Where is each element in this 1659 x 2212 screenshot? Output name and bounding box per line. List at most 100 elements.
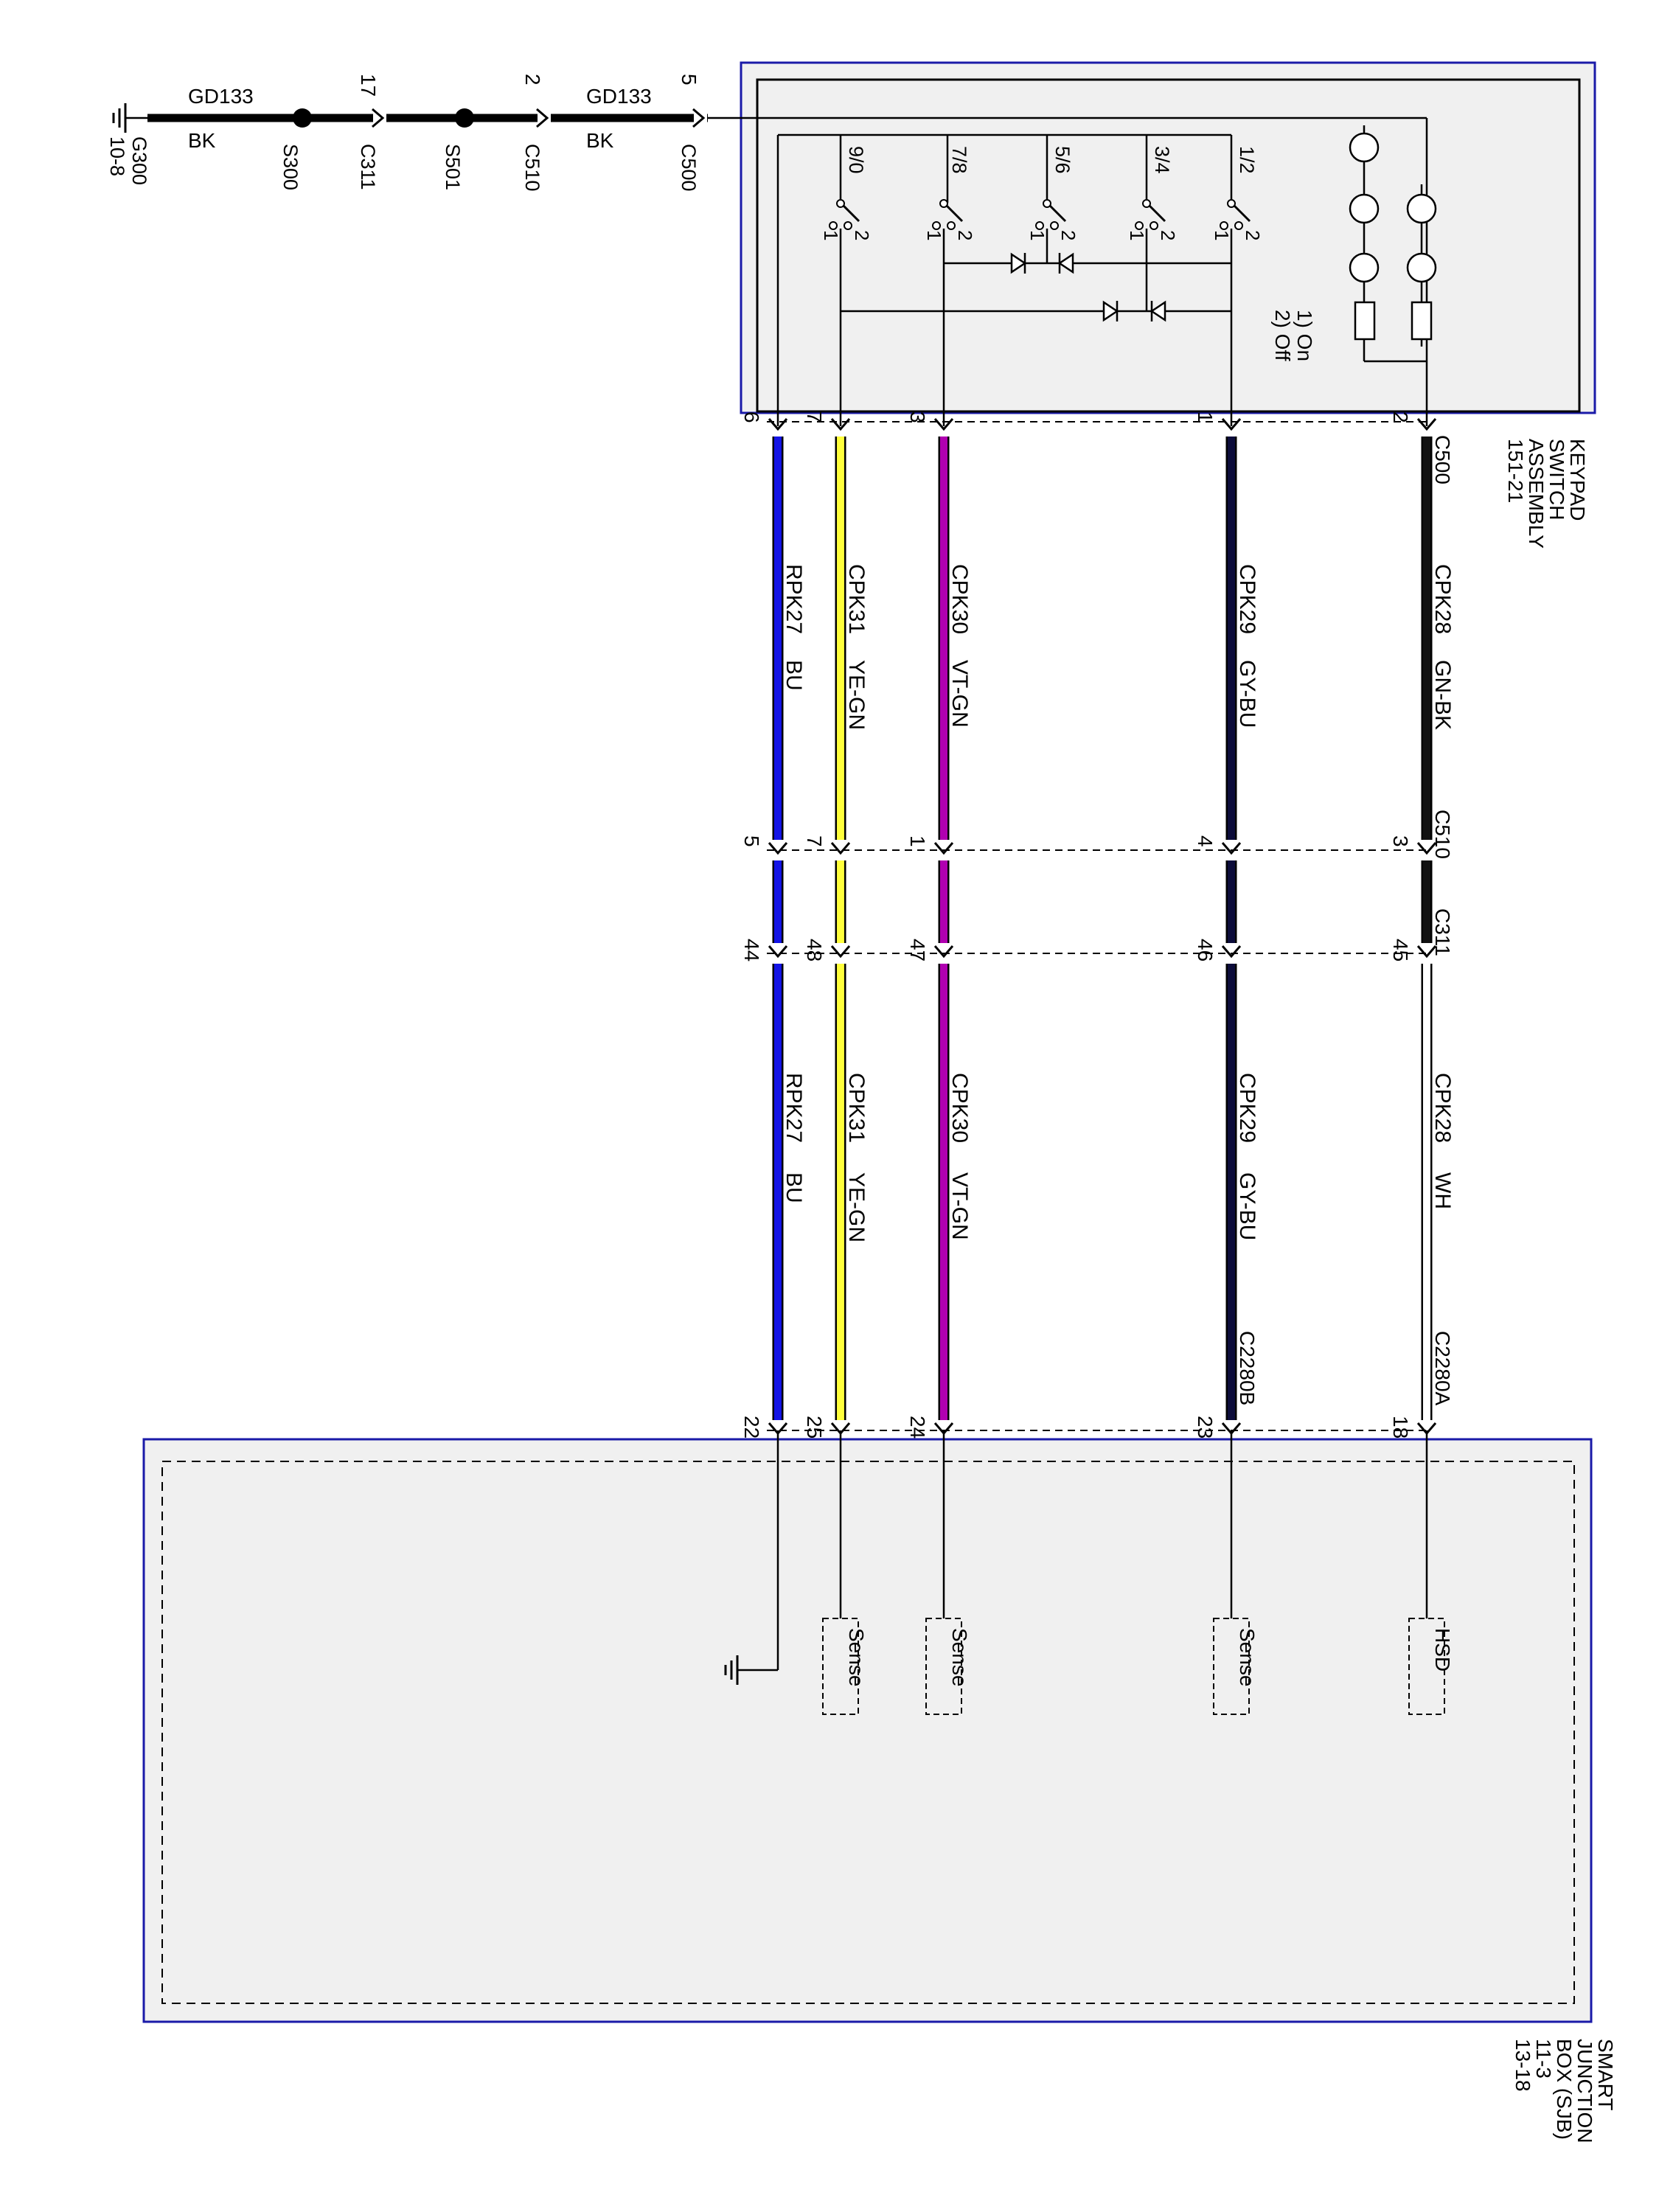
wire-color-label: YE-GN [844,660,869,730]
node-label: C311 [357,144,379,190]
sjb-title: SMART [1594,2039,1617,2111]
sjb-title: BOX (SJB) [1553,2039,1576,2140]
pin-number: 44 [740,939,763,961]
connector-label: C510 [1431,810,1454,859]
wire-color-label: GN-BK [1430,660,1455,730]
connector-label: C2280A [1431,1331,1454,1406]
keypad-inner-box [756,78,1581,413]
keypad-title: 151-21 [1504,439,1527,503]
wire-color-label: BU [782,1172,806,1203]
pin-arrow-icon [830,418,851,431]
sjb-input-label: Sense [845,1628,868,1686]
switch-pin-label: 2 [954,230,976,240]
sjb-input-label: Sense [948,1628,971,1686]
wire-color-label: YE-GN [844,1172,869,1242]
pin-arrow-icon [768,1422,788,1436]
sjb-title: JUNCTION [1573,2039,1596,2143]
pin-arrow-icon [768,842,788,855]
circuit-label: CPK30 [947,1073,972,1143]
pin-number: 45 [1389,939,1412,961]
pin-number: 17 [357,74,380,97]
ground-label: G300 [128,136,150,185]
pin-number: 24 [906,1416,929,1439]
switch-pin-label: 2 [1242,230,1264,240]
switch-legend-on: 1) On [1293,310,1316,361]
switch-pin-label: 1 [923,230,945,240]
switch-pin-label: 1 [820,230,842,240]
pin-number: 3 [906,411,929,423]
splice-dot-icon [455,108,474,128]
ground-symbol-icon [112,103,147,133]
sjb-input-box [1408,1618,1445,1715]
circuit-label: CPK31 [844,564,869,634]
wire-color-label: BU [782,660,806,691]
pin-number: 5 [740,835,763,847]
keypad-outer-box [740,61,1596,414]
splice-dot-icon [293,108,312,128]
sjb-inner-box [161,1461,1575,2004]
smart-junction-box [142,1438,1593,2023]
pin-arrow-icon [830,1422,851,1436]
node-label: C500 [678,144,700,192]
pin-number: 3 [1389,835,1412,847]
circuit-label: CPK30 [947,564,972,634]
pin-number: 2 [1389,411,1412,423]
node-label: S300 [279,144,302,190]
node-label: S501 [442,144,464,190]
pin-number: 7 [803,411,826,423]
pin-arrow-icon [830,842,851,855]
switch-pin-label: 1 [1126,230,1148,240]
wire-color-label: BK [586,129,614,152]
sjb-outer-box [142,1438,1593,2023]
circuit-label: GD133 [586,85,652,108]
pin-arrow-icon [1221,418,1242,431]
pin-number: 4 [1194,835,1217,847]
keypad-title: KEYPAD [1566,439,1589,521]
pin-number: 22 [740,1416,763,1439]
circuit-label: RPK27 [782,1073,806,1143]
splice-node: S300 [279,108,312,190]
pin-arrow-icon [1416,1422,1437,1436]
pin-arrow-icon [1416,418,1437,431]
pin-number: 48 [803,939,826,961]
connector-label: C500 [1431,435,1454,484]
node-label: C510 [521,144,543,192]
connector-label: C2280B [1236,1331,1259,1405]
pin-arrow-icon [768,945,788,959]
switch-label: 3/4 [1151,146,1173,174]
pin-arrow-icon [692,108,706,128]
pin-arrow-icon [1416,842,1437,855]
pin-number: 1 [1194,411,1217,423]
sjb-input-label: Sense [1236,1628,1259,1686]
wire-color-label: GY-BU [1235,660,1259,728]
wire-harness: 234518CPK28GN-BKCPK28WHHSD144623CPK29GY-… [724,411,1455,1715]
pin-arrow-icon [372,108,385,128]
sjb-input-box [1213,1618,1250,1715]
pin-arrow-icon [1221,945,1242,959]
switch-label: 9/0 [845,146,867,174]
circuit-label: CPK29 [1235,564,1259,634]
sjb-input-box [925,1618,962,1715]
switch-label: 1/2 [1236,146,1258,174]
pin-arrow-icon [830,945,851,959]
switch-pin-label: 1 [1211,230,1233,240]
circuit-label: RPK27 [782,564,806,634]
pin-number: 46 [1194,939,1217,961]
pin-arrow-icon [1416,945,1437,959]
pin-arrow-icon [1221,1422,1242,1436]
sjb-title: 13-18 [1512,2039,1534,2092]
switch-pin-label: 2 [851,230,873,240]
